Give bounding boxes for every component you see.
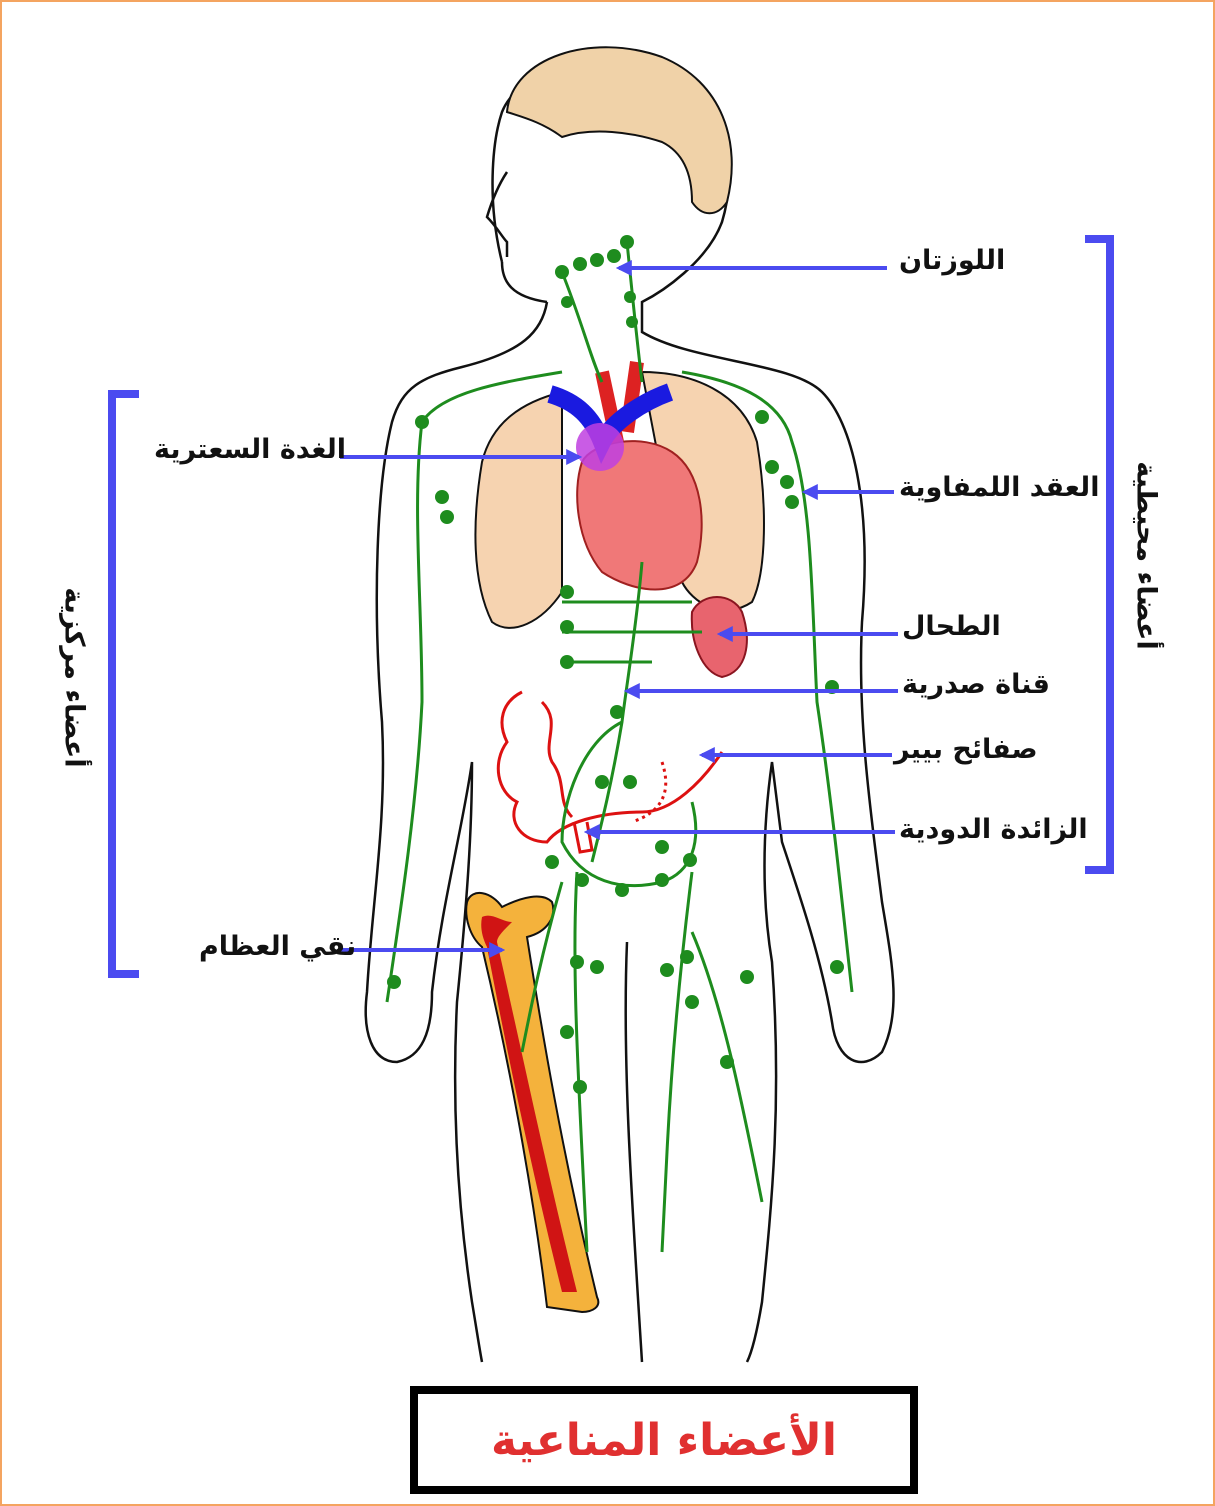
diagram-title: الأعضاء المناعية	[491, 1415, 837, 1466]
label-lymph-nodes: العقد اللمفاوية	[899, 472, 1099, 503]
central-bracket	[112, 394, 139, 974]
intestine	[498, 692, 722, 852]
label-appendix: الزائدة الدودية	[899, 814, 1088, 845]
title-box: الأعضاء المناعية	[410, 1386, 918, 1494]
label-tonsils: اللوزتان	[899, 245, 1005, 276]
label-thymus: الغدة السعترية	[154, 434, 346, 465]
spleen	[692, 597, 747, 677]
label-central-organs: أعضاء مركزية	[59, 578, 90, 778]
lymph-nodes	[387, 235, 844, 1094]
hair	[507, 47, 732, 213]
label-thoracic-duct: قناة صدرية	[902, 669, 1050, 700]
peripheral-bracket	[1085, 239, 1110, 870]
label-peripheral-organs: أعضاء محيطية	[1131, 456, 1162, 656]
label-spleen: الطحال	[902, 611, 1001, 642]
label-bone-marrow: نقي العظام	[199, 931, 356, 962]
lymph-vessels	[387, 242, 852, 1252]
label-peyer-patches: صفائح بيير	[894, 734, 1038, 765]
